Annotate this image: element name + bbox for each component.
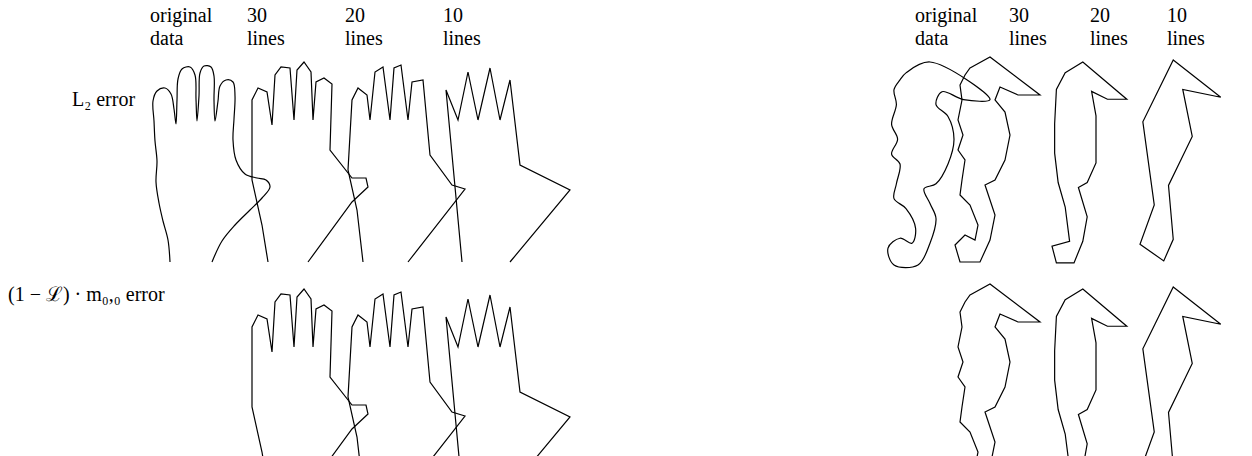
- column-header: 30 lines: [1009, 4, 1047, 50]
- hand-outline: [348, 292, 465, 456]
- seahorse-outline: [1140, 287, 1221, 456]
- column-header: 20 lines: [345, 4, 383, 50]
- column-header: 10 lines: [1167, 4, 1205, 50]
- hand-outline: [446, 68, 570, 262]
- column-header: original data: [915, 4, 977, 50]
- row-label: L₂ error: [72, 88, 135, 111]
- hand-outline: [252, 62, 368, 262]
- seahorse-outline: [955, 284, 1040, 456]
- hand-outline: [446, 295, 570, 456]
- seahorse-outline: [955, 57, 1040, 262]
- seahorse-outline: [1140, 60, 1221, 261]
- column-header: 20 lines: [1090, 4, 1128, 50]
- seahorse-outline: [1052, 62, 1127, 263]
- seahorse-outline: [1052, 289, 1127, 456]
- column-header: original data: [150, 4, 212, 50]
- row-label: (1 − ℒ) · m₀,₀ error: [8, 283, 165, 306]
- column-header: 10 lines: [443, 4, 481, 50]
- hand-outline: [252, 289, 368, 456]
- column-header: 30 lines: [247, 4, 285, 50]
- seahorse-outline: [888, 62, 990, 268]
